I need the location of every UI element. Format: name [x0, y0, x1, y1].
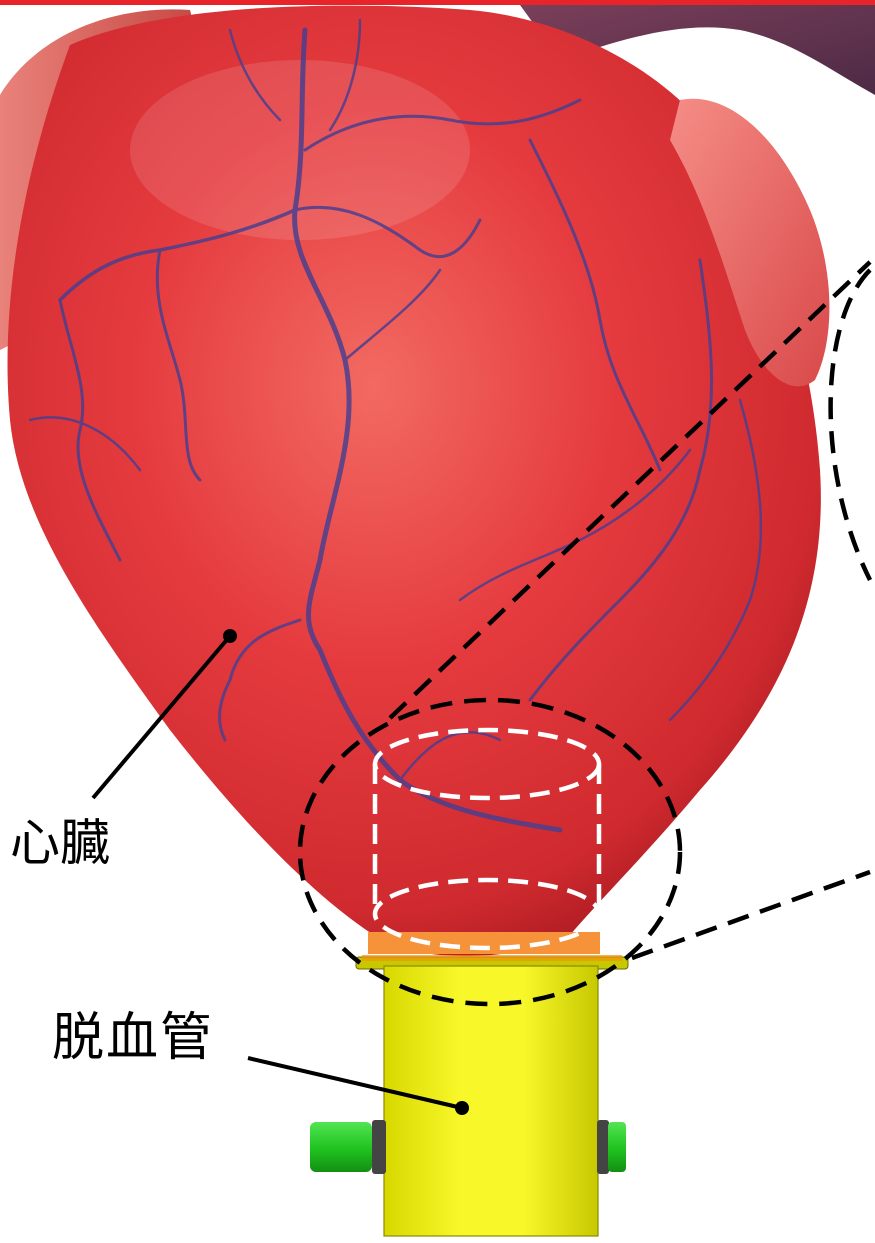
- callout-line-bottom: [632, 872, 870, 958]
- side-port-right: [597, 1120, 626, 1174]
- flange-rim: [362, 955, 622, 961]
- callout-magnified-arc: [831, 270, 870, 580]
- side-port-left: [310, 1120, 386, 1174]
- heart-label: 心臓: [10, 818, 110, 868]
- cannula-tube: [384, 966, 598, 1236]
- top-border: [0, 0, 875, 5]
- cannula-label: 脱血管: [52, 1012, 214, 1064]
- connector-ring: [368, 932, 600, 954]
